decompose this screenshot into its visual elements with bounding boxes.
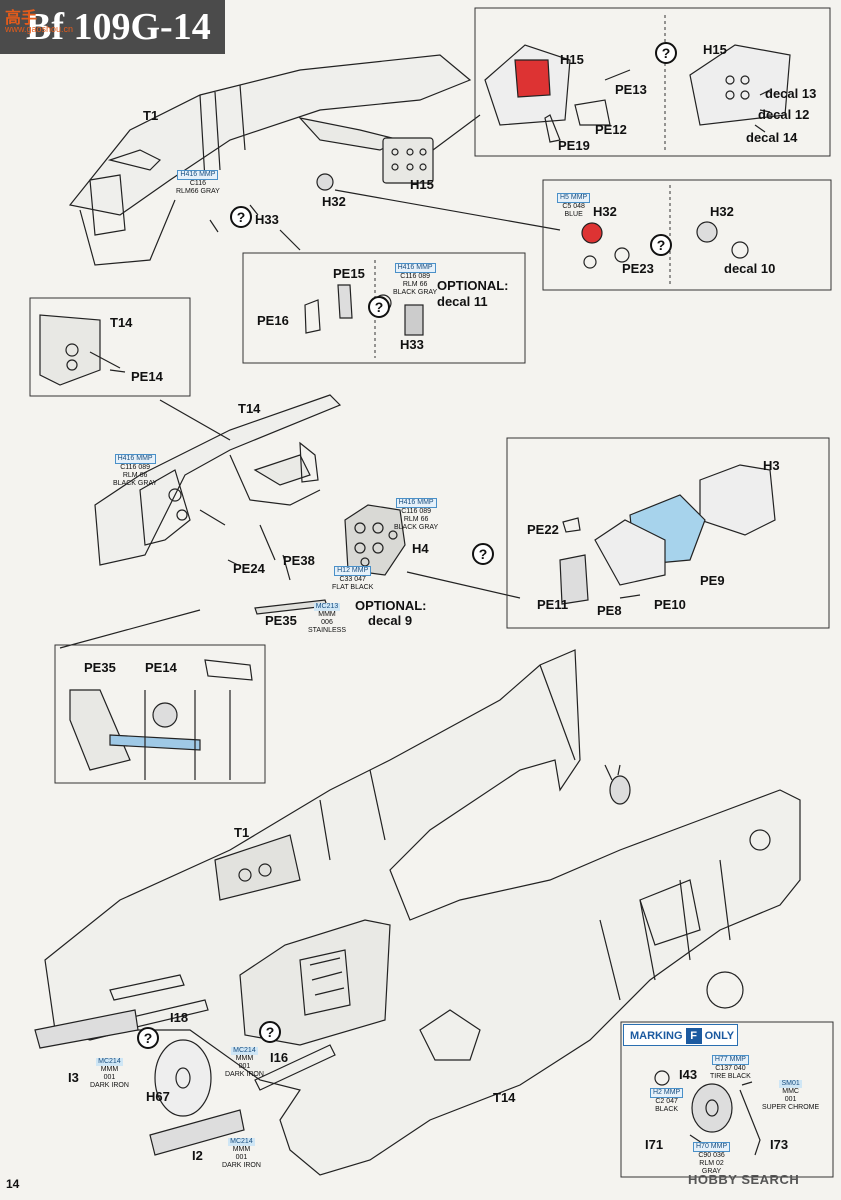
label-inset-PE14: PE14 (145, 660, 177, 675)
label-H15-main: H15 (410, 177, 434, 192)
watermark-logo: 高手 (5, 10, 38, 27)
label-T1-bottom: T1 (234, 825, 250, 840)
label-PE10: PE10 (654, 597, 686, 612)
label-inset-PE35: PE35 (84, 660, 116, 675)
label-H4: H4 (412, 541, 429, 556)
marking-letter: F (685, 1028, 702, 1044)
label-PE13: PE13 (615, 82, 647, 97)
label-I73: I73 (770, 1137, 789, 1152)
label-H32-box-a: H32 (593, 204, 617, 219)
label-I43: I43 (679, 1067, 698, 1082)
label-PE11: PE11 (537, 597, 569, 612)
label-H33-box: H33 (400, 337, 424, 352)
label-PE24: PE24 (233, 561, 265, 576)
label-PE14: PE14 (131, 369, 163, 384)
label-T14-mid: T14 (238, 401, 261, 416)
label-H3: H3 (763, 458, 780, 473)
optional-part-icon: ? (650, 234, 672, 256)
label-PE23: PE23 (622, 261, 654, 276)
marking-suffix: ONLY (704, 1030, 735, 1042)
marking-label: MARKING (630, 1030, 683, 1042)
label-PE38: PE38 (283, 553, 315, 568)
label-H15-box-b: H15 (703, 42, 727, 57)
label-PE15: PE15 (333, 266, 365, 281)
optional-part-icon: ? (655, 42, 677, 64)
label-H32-box-b: H32 (710, 204, 734, 219)
label-optional-11: OPTIONAL: (437, 278, 509, 293)
label-PE35: PE35 (265, 613, 297, 628)
label-I18: I18 (170, 1010, 189, 1025)
label-I2: I2 (192, 1148, 203, 1163)
label-PE9: PE9 (700, 573, 725, 588)
label-H67: H67 (146, 1089, 170, 1104)
optional-part-icon: ? (472, 543, 494, 565)
label-PE22: PE22 (527, 522, 559, 537)
label-decal9: decal 9 (368, 613, 413, 628)
label-decal12: decal 12 (758, 107, 810, 122)
label-T14-inset: T14 (110, 315, 133, 330)
label-decal14: decal 14 (746, 130, 798, 145)
label-T14-bottom: T14 (493, 1090, 516, 1105)
label-H32-main: H32 (322, 194, 346, 209)
label-decal13: decal 13 (765, 86, 817, 101)
optional-part-icon: ? (230, 206, 252, 228)
page-title: Bf 109G-14 (0, 0, 225, 54)
label-PE8: PE8 (597, 603, 622, 618)
label-PE12: PE12 (595, 122, 627, 137)
label-T1-top: T1 (143, 108, 159, 123)
label-decal11: decal 11 (437, 294, 488, 309)
label-H15-box-a: H15 (560, 52, 584, 67)
watermark-url: www.gaoshou.cn (5, 24, 74, 34)
label-I71: I71 (645, 1137, 664, 1152)
label-H33-main: H33 (255, 212, 279, 227)
optional-part-icon: ? (368, 296, 390, 318)
label-I3: I3 (68, 1070, 79, 1085)
label-optional-9: OPTIONAL: (355, 598, 427, 613)
footer-brand: HOBBY SEARCH (688, 1172, 800, 1187)
label-PE16: PE16 (257, 313, 289, 328)
label-I16: I16 (270, 1050, 289, 1065)
optional-part-icon: ? (259, 1021, 281, 1043)
page-number: 14 (6, 1177, 20, 1191)
optional-part-icon: ? (137, 1027, 159, 1049)
label-PE19: PE19 (558, 138, 590, 153)
label-decal10: decal 10 (724, 261, 776, 276)
